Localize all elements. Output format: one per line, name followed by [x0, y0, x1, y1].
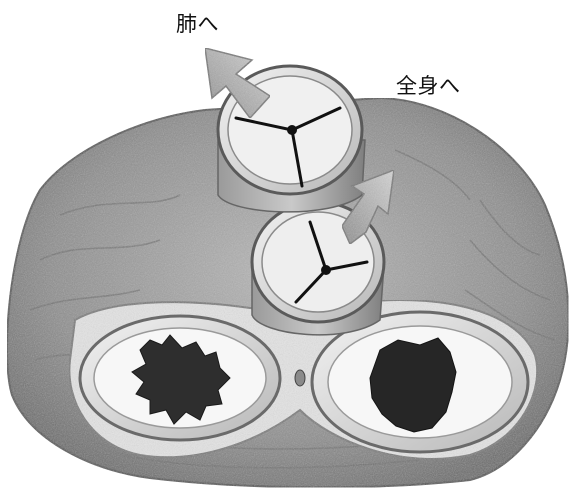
- label-to-body: 全身へ: [396, 70, 461, 100]
- tricuspid-valve: [80, 316, 280, 440]
- label-to-lungs: 肺へ: [176, 8, 219, 38]
- central-fibrous-body: [295, 370, 305, 386]
